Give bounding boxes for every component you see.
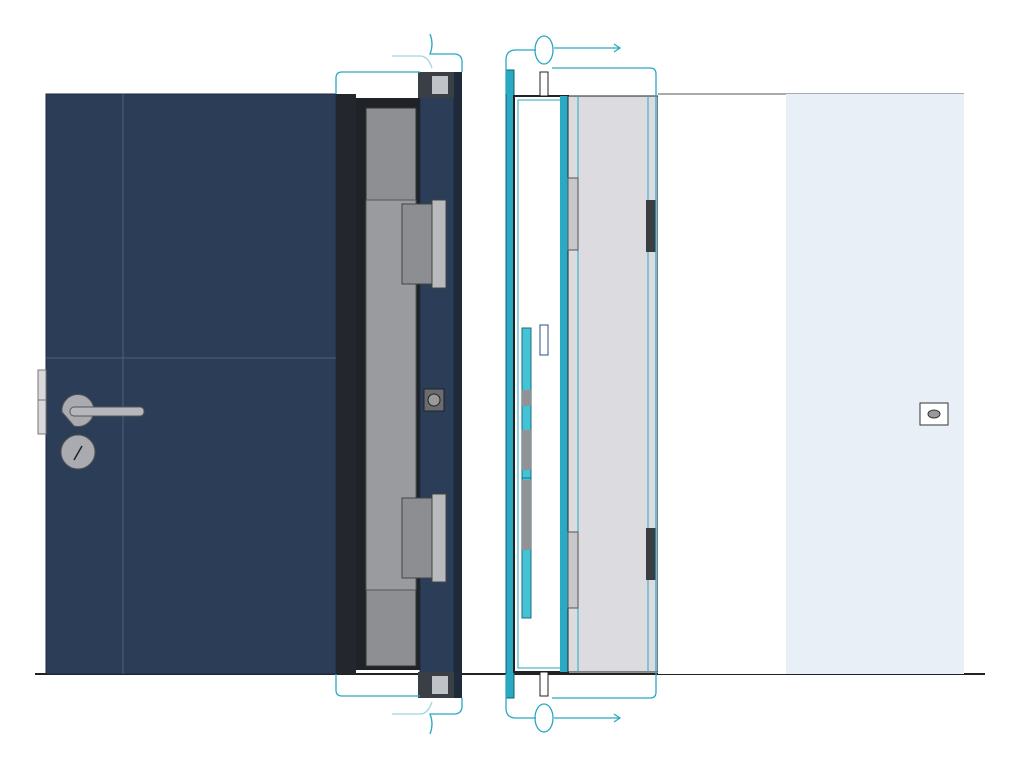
door-handle-icon	[61, 394, 145, 427]
callout-lines	[335, 33, 657, 735]
wall-interior	[658, 93, 964, 674]
door-closer-icon	[401, 199, 447, 583]
door-panel-exterior	[45, 93, 337, 675]
door-frame-section-right	[505, 69, 659, 699]
door-frame-section-left	[336, 72, 462, 698]
wall-switch-icon	[919, 402, 949, 426]
key-lock-icon	[60, 434, 96, 470]
hinge-icon	[37, 369, 47, 435]
